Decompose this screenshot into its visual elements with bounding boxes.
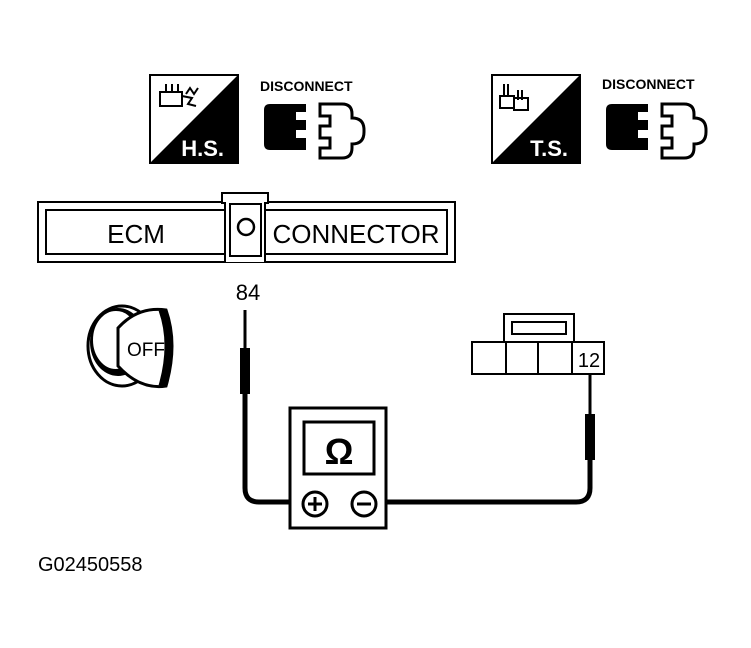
hs-label: H.S. [181,136,224,161]
ignition-key-icon: OFF [86,304,174,389]
disconnect-connector-icon [606,102,708,160]
ohm-symbol: Ω [325,431,354,472]
disconnect-left: DISCONNECT [260,78,366,160]
disconnect-label: DISCONNECT [602,76,695,92]
disconnect-right: DISCONNECT [602,76,708,160]
ecm-connector: ECM CONNECTOR [37,192,456,263]
ts-label: T.S. [530,136,568,161]
harness-side-icon: H.S. [149,74,239,164]
terminal-side-icon: T.S. [491,74,581,164]
ecm-terminal-label: 84 [236,280,260,305]
disconnect-label: DISCONNECT [260,78,353,94]
probe-negative-lead [386,374,595,505]
connector-terminal-label: 12 [578,350,600,372]
ohmmeter-icon: Ω [288,406,388,530]
probe-positive-lead [240,310,300,505]
harness-connector: 12 [471,313,605,375]
ecm-label: ECM [107,219,165,249]
locator-circle [236,217,256,237]
ignition-off-label: OFF [127,340,165,361]
connector-label: CONNECTOR [272,219,439,249]
figure-id: G02450558 [38,554,143,576]
disconnect-connector-icon [264,102,366,160]
